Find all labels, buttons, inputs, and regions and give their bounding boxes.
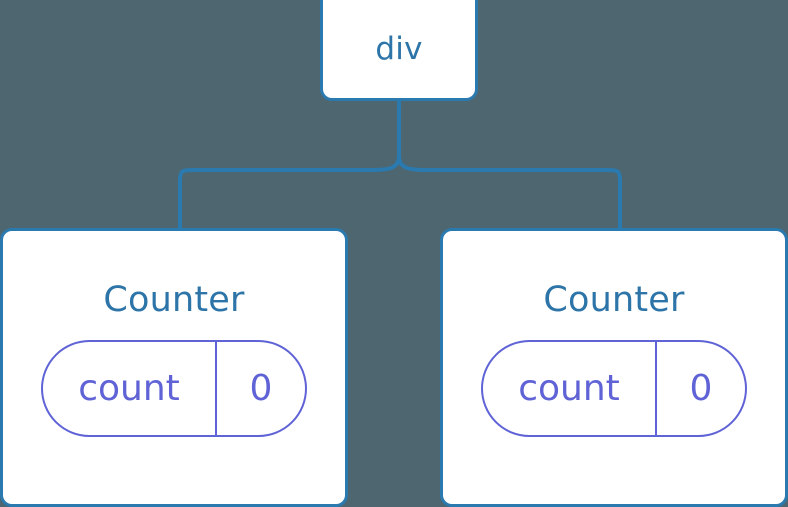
state-key-counter-2: count	[483, 342, 657, 435]
node-div-label: div	[375, 31, 423, 67]
connector-branch-right	[397, 155, 622, 230]
node-counter-1[interactable]: Counter count 0	[0, 228, 348, 507]
state-value-counter-1: 0	[249, 367, 273, 409]
node-div[interactable]: div	[320, 0, 478, 101]
node-counter-1-label: Counter	[103, 280, 245, 320]
state-pill-counter-2[interactable]: count 0	[481, 340, 747, 437]
state-value-counter-2: 0	[689, 367, 713, 409]
connector-lines	[178, 100, 622, 230]
node-counter-2[interactable]: Counter count 0	[440, 228, 788, 507]
connector-branch-left	[178, 155, 401, 230]
node-counter-2-label: Counter	[543, 280, 685, 320]
state-key-counter-1: count	[43, 342, 217, 435]
state-pill-counter-1[interactable]: count 0	[41, 340, 307, 437]
